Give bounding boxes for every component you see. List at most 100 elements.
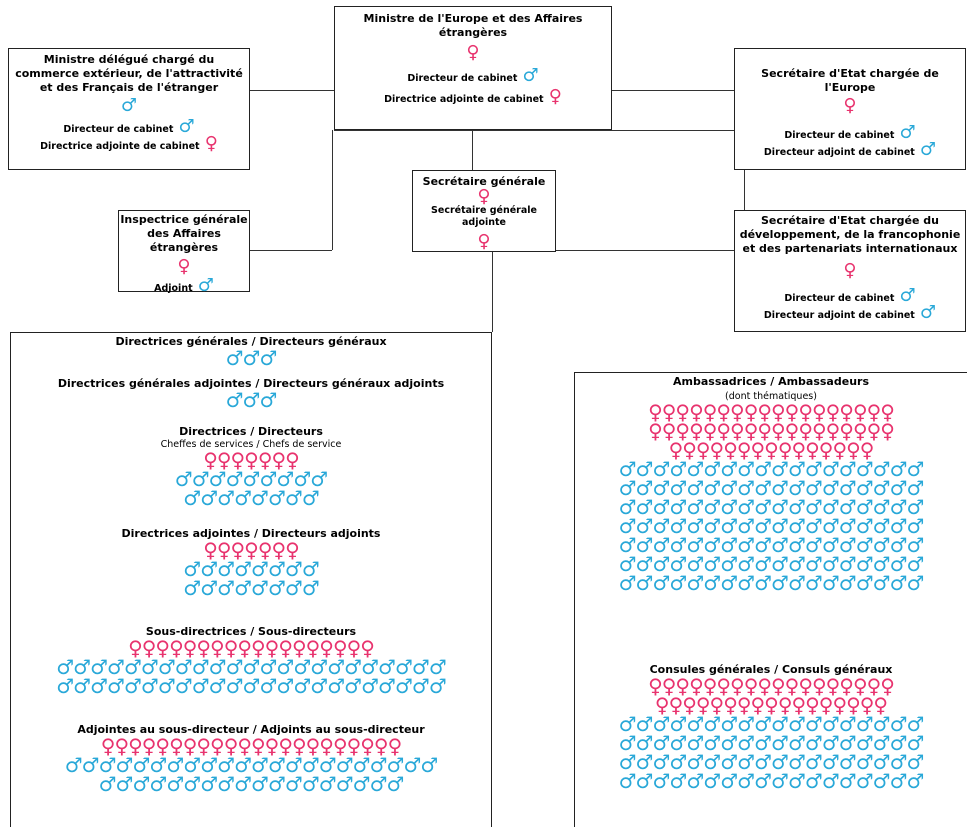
male-icon: ♂ xyxy=(787,712,806,736)
male-icon: ♂ xyxy=(872,769,891,793)
female-icon: ♀ xyxy=(196,734,211,758)
male-icon-row: ♂♂♂♂♂♂♂♂♂♂♂♂♂♂♂♂♂♂ xyxy=(575,457,967,481)
female-icon: ♀ xyxy=(784,400,800,424)
male-icon-row: ♂♂♂♂♂♂♂♂ xyxy=(11,557,491,581)
female-icon: ♀ xyxy=(251,734,266,758)
male-icon: ♂ xyxy=(771,533,789,557)
male-icon: ♂ xyxy=(335,753,354,777)
female-icon: ♀ xyxy=(155,636,170,660)
female-icon: ♀ xyxy=(387,734,403,758)
male-icon: ♂ xyxy=(720,769,738,793)
male-icon: ♂ xyxy=(821,457,840,481)
male-icon: ♂ xyxy=(200,576,218,600)
minister-box: Ministre de l'Europe et des Affaires étr… xyxy=(334,6,612,130)
male-icon: ♂ xyxy=(394,655,413,679)
male-icon: ♂ xyxy=(183,772,201,796)
male-icon: ♂ xyxy=(754,552,772,576)
male-icon: ♂ xyxy=(838,514,857,538)
male-icon: ♂ xyxy=(242,655,261,679)
male-icon-row: ♂♂♂♂♂♂♂♂♂♂♂♂♂♂♂♂♂♂♂♂♂♂♂ xyxy=(11,655,491,679)
male-icon-row: ♂♂♂♂♂♂♂♂ xyxy=(11,486,491,510)
male-icon: ♂ xyxy=(686,533,704,557)
male-icon: ♂ xyxy=(618,552,637,576)
female-icon: ♀ xyxy=(466,42,480,63)
secretary-general-box: Secrétaire générale ♀ Secrétaire général… xyxy=(412,170,556,252)
male-icon: ♂ xyxy=(259,467,277,491)
female-icon: ♀ xyxy=(811,674,827,698)
male-icon: ♂ xyxy=(821,769,840,793)
male-icon: ♂ xyxy=(669,769,687,793)
male-icon: ♂ xyxy=(267,557,286,581)
male-icon: ♂ xyxy=(259,674,277,698)
male-icon: ♂ xyxy=(276,467,294,491)
male-icon: ♂ xyxy=(652,769,670,793)
male-icon: ♂ xyxy=(838,712,857,736)
male-icon: ♂ xyxy=(234,486,252,510)
cg-title: Consules générales / Consuls généraux xyxy=(649,663,893,676)
male-icon: ♂ xyxy=(618,533,637,557)
male-icon: ♂ xyxy=(635,769,654,793)
dg-title: Directrices générales / Directeurs génér… xyxy=(115,335,387,348)
male-icon: ♂ xyxy=(889,731,908,755)
male-icon: ♂ xyxy=(686,571,704,595)
male-icon: ♂ xyxy=(225,346,244,370)
female-icon: ♀ xyxy=(668,438,684,462)
male-icon: ♂ xyxy=(652,731,670,755)
male-icon-row: ♂♂♂♂♂♂♂♂♂♂♂♂♂♂♂♂♂♂ xyxy=(575,571,967,595)
male-icon: ♂ xyxy=(669,495,687,519)
male-icon: ♂ xyxy=(635,712,654,736)
male-icon: ♂ xyxy=(361,674,379,698)
male-icon: ♂ xyxy=(234,772,252,796)
dira-title: Directrices adjointes / Directeurs adjoi… xyxy=(121,527,381,540)
female-icon: ♀ xyxy=(216,448,232,472)
male-icon: ♂ xyxy=(174,467,193,491)
male-icon: ♂ xyxy=(98,772,117,796)
female-icon-row: ♀♀♀♀♀♀♀♀♀♀♀♀♀♀♀♀♀♀ xyxy=(575,419,967,443)
female-icon: ♀ xyxy=(811,400,827,424)
male-icon: ♂ xyxy=(352,753,371,777)
male-icon: ♂ xyxy=(889,571,908,595)
female-icon: ♀ xyxy=(548,86,562,107)
female-icon: ♀ xyxy=(818,438,834,462)
male-icon-row: ♂♂♂♂♂♂♂♂♂♂♂♂♂♂♂♂♂♂ xyxy=(575,731,967,755)
male-icon: ♂ xyxy=(293,467,311,491)
female-icon: ♀ xyxy=(723,693,738,717)
male-icon: ♂ xyxy=(149,753,167,777)
female-icon: ♀ xyxy=(182,636,198,660)
male-icon: ♂ xyxy=(771,476,789,500)
male-icon: ♂ xyxy=(703,476,721,500)
male-icon: ♂ xyxy=(635,731,654,755)
male-icon: ♂ xyxy=(242,467,261,491)
female-icon: ♀ xyxy=(305,636,321,660)
male-icon: ♂ xyxy=(889,533,908,557)
male-icon: ♂ xyxy=(720,514,738,538)
male-icon: ♂ xyxy=(120,95,138,116)
female-icon: ♀ xyxy=(880,674,895,698)
sec-europe-directeur-adj-label: Directeur adjoint de cabinet xyxy=(763,147,915,158)
female-icon: ♀ xyxy=(230,538,246,562)
male-icon: ♂ xyxy=(115,753,134,777)
male-icon: ♂ xyxy=(838,731,857,755)
male-icon: ♂ xyxy=(754,476,772,500)
female-icon: ♀ xyxy=(346,636,362,660)
male-icon: ♂ xyxy=(804,731,823,755)
male-icon: ♂ xyxy=(73,655,91,679)
female-icon: ♀ xyxy=(825,419,841,443)
male-icon-row: ♂♂♂♂♂♂♂♂♂ xyxy=(11,467,491,491)
male-icon: ♂ xyxy=(771,731,789,755)
male-icon: ♂ xyxy=(318,772,337,796)
female-icon: ♀ xyxy=(839,419,854,443)
female-icon: ♀ xyxy=(764,438,779,462)
male-icon: ♂ xyxy=(872,476,891,500)
male-icon: ♂ xyxy=(906,533,925,557)
female-icon: ♀ xyxy=(811,419,827,443)
female-icon: ♀ xyxy=(743,400,759,424)
connector xyxy=(250,250,332,251)
male-icon: ♂ xyxy=(225,467,244,491)
male-icon: ♂ xyxy=(652,495,670,519)
male-icon: ♂ xyxy=(403,753,421,777)
female-icon: ♀ xyxy=(216,538,232,562)
male-icon: ♂ xyxy=(90,674,108,698)
male-icon: ♂ xyxy=(919,139,937,160)
male-icon: ♂ xyxy=(217,753,235,777)
